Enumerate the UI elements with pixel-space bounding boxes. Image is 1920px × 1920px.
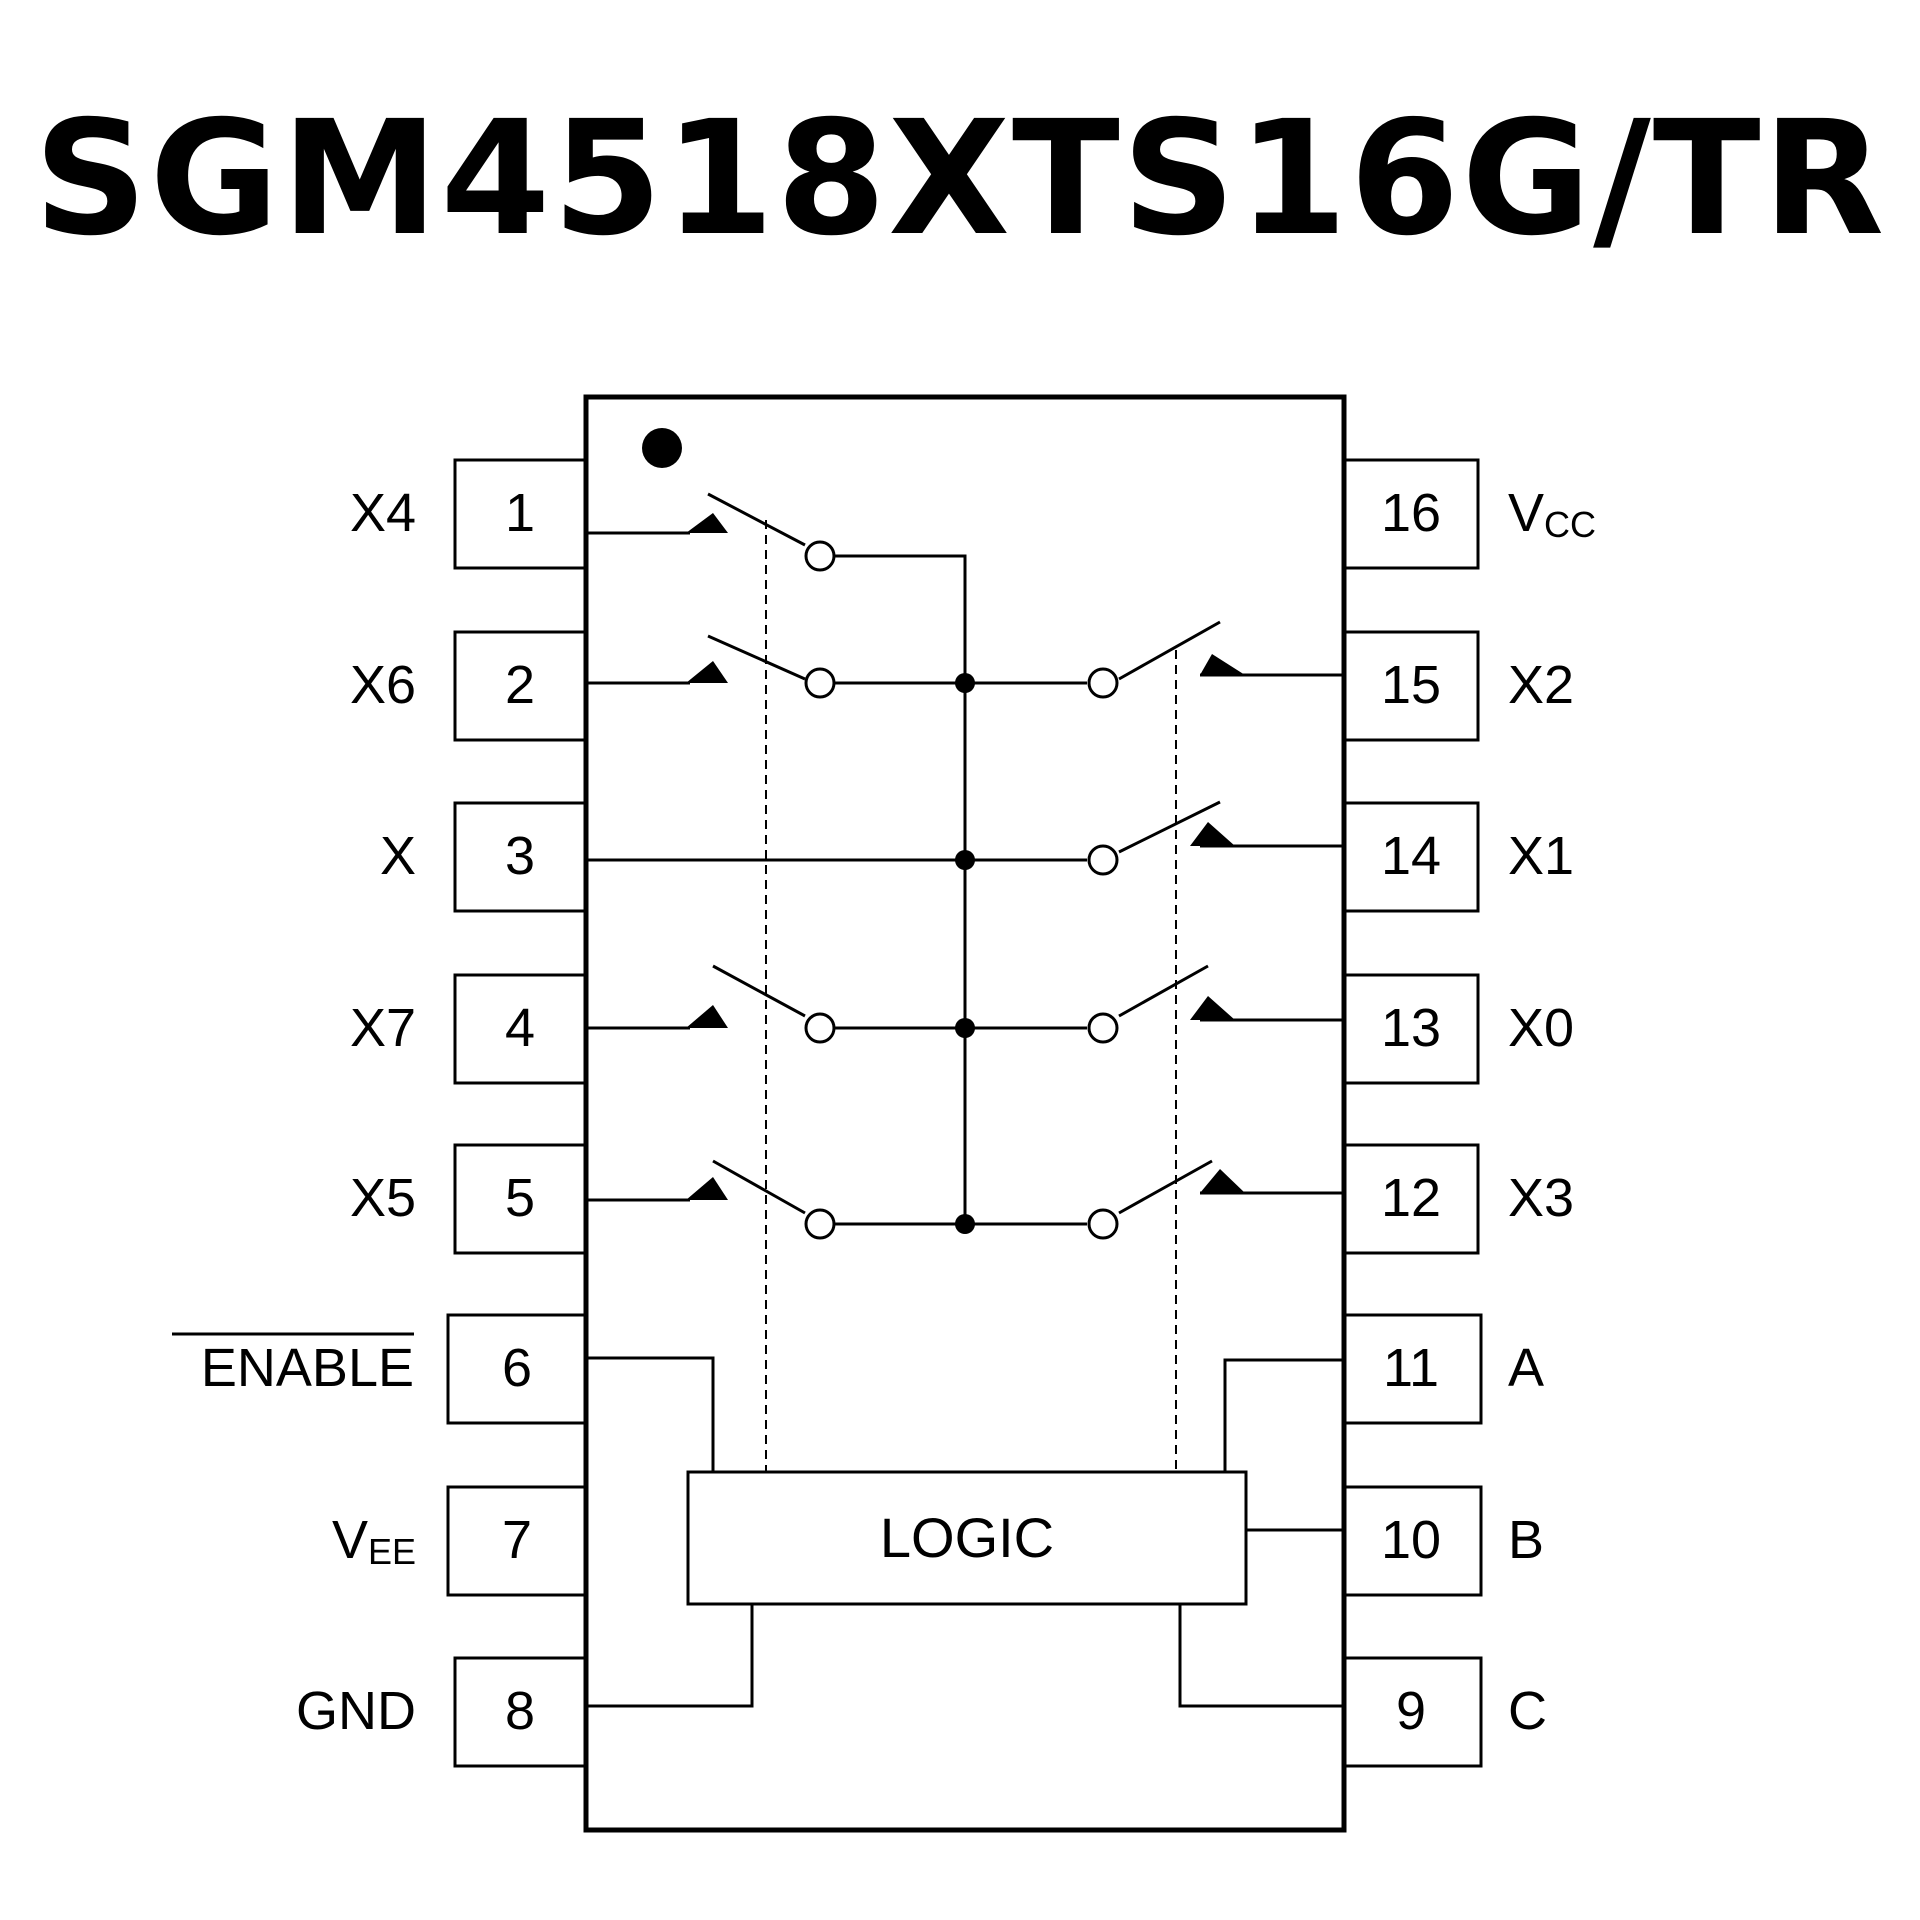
pin-box-9 (1342, 1656, 1483, 1768)
pin-label-a: A (1508, 1338, 1544, 1398)
pin-box-3 (453, 801, 588, 913)
pin-number-4: 4 (505, 998, 535, 1058)
switch-triangle-x3 (1200, 1169, 1245, 1193)
pin-label-enable: ENABLE (201, 1338, 414, 1398)
pin-number-3: 3 (505, 826, 535, 886)
pin-label-x6: X6 (350, 655, 416, 715)
pin-box-7 (446, 1485, 588, 1597)
junction-dot (955, 850, 975, 870)
switch-triangle-x5 (686, 1177, 728, 1200)
pin-number-5: 5 (505, 1168, 535, 1228)
junction-dots (955, 673, 975, 1234)
pin-box-16 (1342, 458, 1480, 570)
logic-block-label: LOGIC (880, 1506, 1054, 1569)
junction-dot (955, 673, 975, 693)
logic-block (686, 1470, 1248, 1606)
pin-label-x4: X4 (350, 483, 416, 543)
pin-number-15: 15 (1381, 655, 1441, 715)
pin-label-b: B (1508, 1510, 1544, 1570)
pin-box-14 (1342, 801, 1480, 913)
pin-label-vee: VEE (332, 1510, 416, 1572)
pin-box-12 (1342, 1143, 1480, 1255)
pin-label-x2: X2 (1508, 655, 1574, 715)
pin-number-9: 9 (1396, 1681, 1426, 1741)
switch-triangle-x7 (686, 1005, 728, 1028)
pin-box-1 (453, 458, 588, 570)
page-title: SGM4518XTS16G/TR (33, 87, 1887, 271)
pin-box-8 (453, 1656, 588, 1768)
switch-contact-x4 (804, 540, 836, 572)
control-dashed-lines (765, 520, 1177, 1472)
pin-number-6: 6 (502, 1338, 532, 1398)
switch-contact-x1 (1087, 844, 1119, 876)
switch-contact-x2 (1087, 667, 1119, 699)
pin-number-1: 1 (505, 483, 535, 543)
pin-number-8: 8 (505, 1681, 535, 1741)
pin-label-vcc: VCC (1508, 483, 1596, 545)
left-switch-triangles (686, 513, 728, 1200)
pin-label-c: C (1508, 1681, 1547, 1741)
pin-number-14: 14 (1381, 826, 1441, 886)
pin-number-2: 2 (505, 655, 535, 715)
pin-box-15 (1342, 630, 1480, 742)
pin-label-x: X (380, 826, 416, 886)
pin-number-11: 11 (1383, 1338, 1439, 1398)
switch-triangle-x2 (1200, 654, 1245, 675)
pin-box-13 (1342, 973, 1480, 1085)
switch-triangle-x4 (686, 513, 728, 533)
pin-box-11 (1342, 1313, 1483, 1425)
pin-number-10: 10 (1381, 1510, 1441, 1570)
right-pin-boxes (1342, 458, 1483, 1768)
pin-label-x0: X0 (1508, 998, 1574, 1058)
pin1-marker-dot (642, 428, 682, 468)
switch-triangle-x6 (686, 661, 728, 683)
switch-contacts (804, 540, 1119, 1240)
switch-triangle-x1 (1190, 822, 1235, 846)
pin-box-6 (446, 1313, 588, 1425)
pin-label-x5: X5 (350, 1168, 416, 1228)
pin-box-10 (1342, 1485, 1483, 1597)
switch-contact-x5 (804, 1208, 836, 1240)
pin-label-x1: X1 (1508, 826, 1574, 886)
switch-triangle-x0 (1190, 996, 1235, 1020)
pin-label-x7: X7 (350, 998, 416, 1058)
switch-contact-x6 (804, 667, 836, 699)
ic-body (583, 394, 1347, 1833)
pin-number-7: 7 (502, 1510, 532, 1570)
junction-dot (955, 1018, 975, 1038)
pin-number-12: 12 (1381, 1168, 1441, 1228)
switch-contact-x0 (1087, 1012, 1119, 1044)
pin-number-13: 13 (1381, 998, 1441, 1058)
switch-contact-x7 (804, 1012, 836, 1044)
switch-contact-x3 (1087, 1208, 1119, 1240)
pin-label-x3: X3 (1508, 1168, 1574, 1228)
pin-label-gnd: GND (296, 1681, 416, 1741)
right-switch-triangles (1190, 654, 1245, 1193)
junction-dot (955, 1214, 975, 1234)
pin-box-2 (453, 630, 588, 742)
pin-number-16: 16 (1381, 483, 1441, 543)
